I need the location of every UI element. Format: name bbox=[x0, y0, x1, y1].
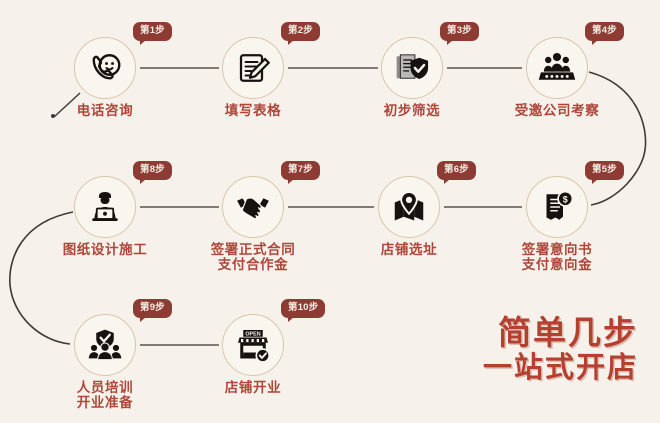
phone-smile-icon bbox=[92, 54, 121, 80]
step-badge-2: 第2步 bbox=[281, 22, 320, 44]
step-caption-3-line-1: 初步筛选 bbox=[383, 103, 441, 118]
form-pencil-icon bbox=[239, 54, 270, 82]
step-caption-10: 店铺开业 bbox=[225, 380, 281, 395]
headline-line-1: 简单几步 bbox=[498, 314, 638, 351]
invoice-dollar-icon: $ bbox=[546, 190, 574, 220]
step-caption-2-line-1: 填写表格 bbox=[224, 103, 282, 118]
step-caption-9: 人员培训 开业准备 bbox=[77, 380, 133, 410]
step-caption-6-line-1: 店铺选址 bbox=[380, 242, 438, 257]
step-badge-4: 第4步 bbox=[585, 22, 624, 44]
headline-line-2: 一站式开店 bbox=[482, 352, 638, 384]
documents-check-icon bbox=[396, 54, 429, 79]
headline: 简单几步 一站式开店 bbox=[483, 315, 638, 385]
step-icon-4-company-visit-people-icon bbox=[526, 37, 588, 99]
company-visit-people-icon bbox=[538, 52, 576, 80]
shop-open-check-icon: OPEN bbox=[238, 330, 271, 363]
step-badge-10: 第10步 bbox=[281, 299, 326, 321]
step-icon-2-form-pencil-icon bbox=[222, 37, 284, 99]
step-icon-3-documents-check-icon bbox=[381, 37, 443, 99]
step-badge-7: 第7步 bbox=[281, 161, 320, 183]
step-badge-6: 第6步 bbox=[437, 161, 476, 183]
step-caption-3: 初步筛选 bbox=[384, 103, 440, 118]
step-icon-8-designer-laptop-icon bbox=[74, 176, 136, 238]
step-caption-9-line-2: 开业准备 bbox=[76, 395, 134, 410]
step-caption-10-line-1: 店铺开业 bbox=[224, 380, 282, 395]
step-caption-7-line-1: 签署正式合同 bbox=[210, 242, 296, 257]
step-caption-5: 签署意向书 支付意向金 bbox=[522, 242, 593, 272]
step-caption-9-line-1: 人员培训 bbox=[76, 380, 134, 395]
step-badge-9: 第9步 bbox=[133, 299, 172, 321]
step-caption-6: 店铺选址 bbox=[381, 242, 437, 257]
step-badge-3: 第3步 bbox=[440, 22, 479, 44]
svg-text:$: $ bbox=[563, 195, 568, 205]
step-icon-10-shop-open-check-icon: OPEN bbox=[222, 314, 284, 376]
step-icon-9-team-training-icon bbox=[74, 314, 136, 376]
step-icon-7-handshake-icon bbox=[222, 176, 284, 238]
step-caption-7: 签署正式合同 支付合作金 bbox=[211, 242, 296, 272]
step-icon-6-map-location-pin-icon bbox=[378, 176, 440, 238]
step-caption-4-line-1: 受邀公司考察 bbox=[514, 103, 600, 118]
connector-4-5 bbox=[588, 71, 647, 206]
team-training-icon bbox=[87, 329, 123, 361]
step-caption-5-line-1: 签署意向书 bbox=[521, 242, 593, 257]
step-badge-8: 第8步 bbox=[133, 161, 172, 183]
step-caption-8: 图纸设计施工 bbox=[63, 242, 148, 257]
designer-laptop-icon bbox=[92, 192, 118, 221]
step-caption-8-line-1: 图纸设计施工 bbox=[62, 242, 148, 257]
step-badge-1: 第1步 bbox=[133, 22, 172, 44]
step-badge-5: 第5步 bbox=[585, 161, 624, 183]
connector-8-9 bbox=[9, 211, 74, 345]
step-caption-1: 电话咨询 bbox=[77, 103, 133, 118]
step-icon-5-invoice-dollar-icon: $ bbox=[526, 176, 588, 238]
step-caption-2: 填写表格 bbox=[225, 103, 281, 118]
handshake-icon bbox=[235, 196, 271, 220]
step-icon-1-phone-smile-icon bbox=[74, 37, 136, 99]
svg-text:OPEN: OPEN bbox=[245, 332, 260, 338]
step-caption-4: 受邀公司考察 bbox=[515, 103, 600, 118]
pointer-dot bbox=[51, 114, 55, 118]
step-caption-7-line-2: 支付合作金 bbox=[217, 257, 289, 272]
step-caption-5-line-2: 支付意向金 bbox=[521, 257, 593, 272]
pointer-line bbox=[53, 92, 81, 118]
step-caption-1-line-1: 电话咨询 bbox=[76, 103, 134, 118]
map-location-pin-icon bbox=[394, 191, 424, 221]
